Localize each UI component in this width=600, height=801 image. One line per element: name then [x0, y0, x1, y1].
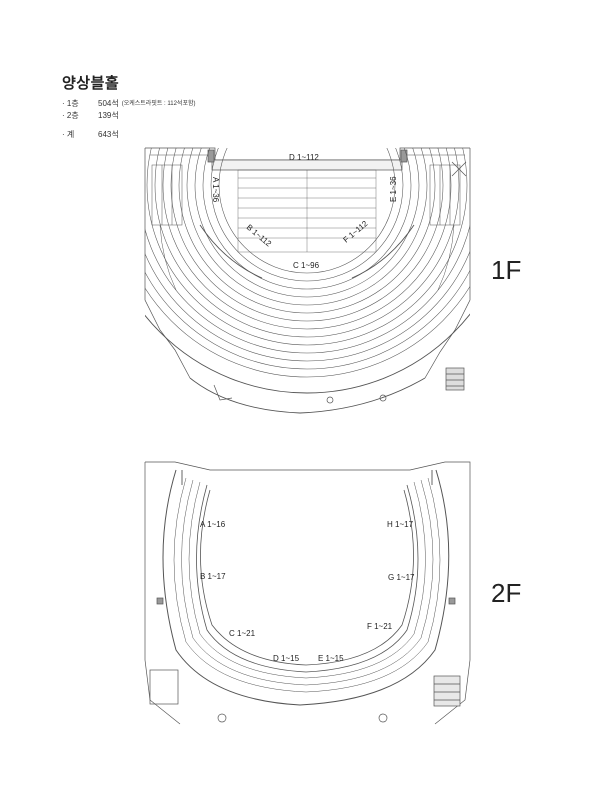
- hall-title: 양상블홀: [62, 75, 120, 92]
- summary-row-2f: · 2층 139석: [62, 110, 195, 121]
- section-label-b: B 1~112: [245, 223, 274, 249]
- section-label-f: F 1~21: [367, 622, 393, 631]
- section-label-a: A 1~36: [211, 177, 220, 203]
- floor-2-section-labels: A 1~16 B 1~17 C 1~21 D 1~15 E 1~15 F 1~2…: [200, 520, 415, 663]
- section-label-b: B 1~17: [200, 572, 226, 581]
- section-label-e: E 1~36: [389, 176, 398, 202]
- summary-note: (오케스트라핏트 : 112석포함): [121, 101, 196, 107]
- section-label-c: C 1~96: [293, 261, 320, 270]
- section-label-d: D 1~112: [289, 153, 319, 162]
- floor-label-1f: 1F: [491, 255, 522, 285]
- summary-label: · 1층: [62, 99, 79, 108]
- section-label-a: A 1~16: [200, 520, 226, 529]
- summary-label: · 계: [62, 130, 75, 139]
- side-seat-columns: [151, 164, 461, 291]
- floor-1-plan: [144, 147, 471, 414]
- section-label-e: E 1~15: [318, 654, 344, 663]
- summary-row-total: · 계 643석: [62, 129, 195, 140]
- section-label-c: C 1~21: [229, 629, 256, 638]
- floor-2-seat-rows: [173, 477, 441, 693]
- section-label-f: F 1~112: [342, 219, 370, 245]
- section-label-d: D 1~15: [273, 654, 300, 663]
- floor-2-plan: [144, 461, 471, 725]
- summary-row-1f: · 1층 504석 (오케스트라핏트 : 112석포함): [62, 98, 195, 110]
- floor-1-seat-rows: [145, 148, 470, 394]
- summary-value: 504석: [98, 99, 119, 108]
- section-label-h: H 1~17: [387, 520, 414, 529]
- summary-value: 139석: [98, 111, 119, 120]
- section-label-g: G 1~17: [388, 573, 415, 582]
- summary-label: · 2층: [62, 111, 79, 120]
- summary-value: 643석: [98, 130, 119, 139]
- seat-summary: · 1층 504석 (오케스트라핏트 : 112석포함) · 2층 139석 ·…: [62, 98, 195, 140]
- pit-seat-grid: [237, 169, 377, 253]
- floor-label-2f: 2F: [491, 578, 522, 608]
